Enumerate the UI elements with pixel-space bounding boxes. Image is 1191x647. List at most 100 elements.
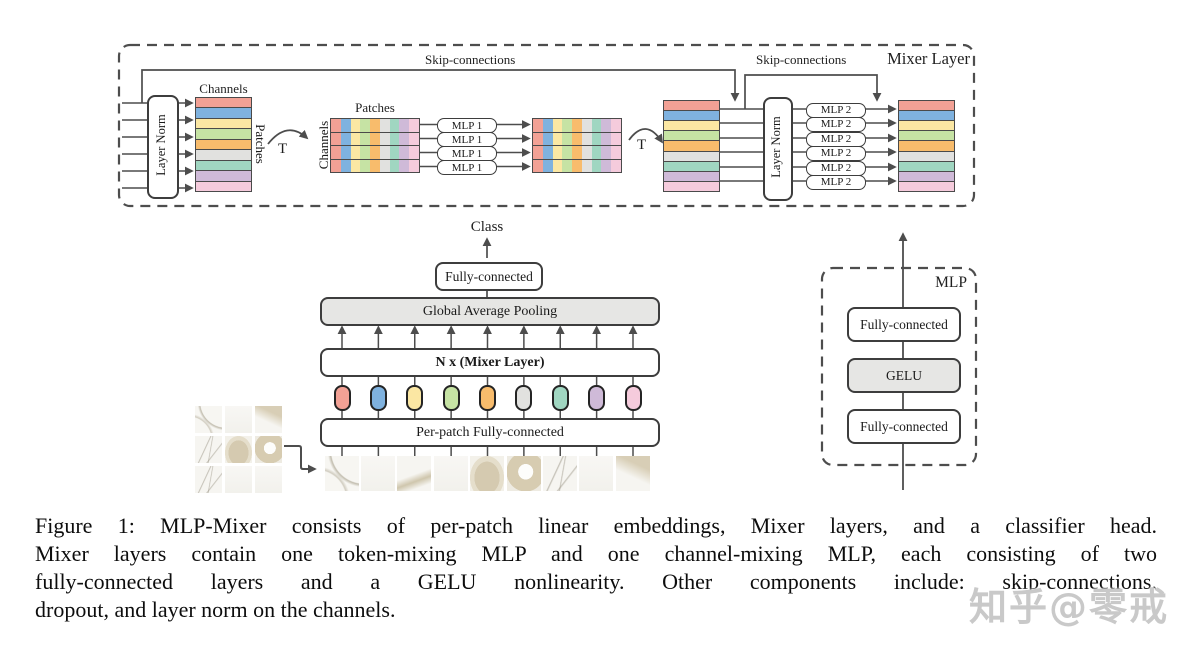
- matrix-row: [664, 170, 719, 181]
- mlp-block-title: MLP: [935, 274, 967, 291]
- matrix-stripe: [360, 119, 371, 132]
- matrix-stripe: [552, 159, 563, 172]
- input-image-cell: [195, 436, 222, 463]
- matrix-stripe: [379, 159, 390, 172]
- matrix-stripe: [340, 119, 351, 132]
- mlp2-box-4: MLP 2: [806, 145, 866, 161]
- token-pill: [588, 385, 606, 411]
- matrix-stripe: [591, 146, 602, 159]
- patches-label-matrix1: Patches: [253, 124, 268, 164]
- matrix-stripe: [611, 132, 622, 145]
- mlp2-box-1: MLP 2: [806, 102, 866, 118]
- token-pill: [479, 385, 496, 411]
- matrix-stripe: [379, 132, 390, 145]
- matrix-row: [664, 150, 719, 161]
- matrix-stripe: [350, 119, 361, 132]
- input-image-cell: [225, 466, 252, 493]
- matrix-row: [196, 98, 251, 108]
- matrix-stripe: [360, 159, 371, 172]
- matrix-stripe: [542, 119, 553, 132]
- matrix-stripe: [370, 159, 380, 172]
- mlp2-box-5: MLP 2: [806, 160, 866, 176]
- matrix-stripe: [591, 159, 602, 172]
- matrix-stripe: [409, 119, 420, 132]
- mlp1-box-2: MLP 1: [437, 132, 497, 147]
- matrix-stripe: [340, 132, 351, 145]
- matrix-stripe: [572, 132, 582, 145]
- matrix-row: [899, 140, 954, 151]
- matrix-stripe: [562, 159, 573, 172]
- image-patch: [433, 456, 468, 491]
- image-patch: [615, 456, 650, 491]
- matrix-stripe: [389, 132, 400, 145]
- caption-line-2: Mixer layers contain one token-mixing ML…: [35, 541, 1157, 566]
- matrix-row: [196, 180, 251, 191]
- matrix-row: [331, 158, 420, 172]
- image-patch: [542, 456, 577, 491]
- matrix-stripe: [379, 146, 390, 159]
- matrix-stripe: [572, 159, 582, 172]
- mlp1-box-3: MLP 1: [437, 146, 497, 161]
- global-average-pooling-box: Global Average Pooling: [320, 297, 660, 326]
- token-pill: [369, 385, 387, 411]
- transpose-2-arrow: [628, 128, 663, 144]
- token-pill: [624, 385, 642, 411]
- mixer-layer-title: Mixer Layer: [887, 49, 970, 68]
- transpose-2-label: T: [637, 137, 647, 153]
- matrix-row: [196, 159, 251, 171]
- matrix-stripe: [389, 146, 400, 159]
- matrix-stripe: [350, 132, 361, 145]
- layer-norm-1-box: [147, 95, 179, 199]
- caption-line-3: fully-connected layers and a GELU nonlin…: [35, 569, 1157, 594]
- matrix-row: [664, 110, 719, 121]
- matrix-token-mixed: [663, 100, 720, 192]
- matrix-row: [664, 140, 719, 151]
- matrix-stripe: [552, 132, 563, 145]
- matrix-stripe: [572, 119, 582, 132]
- matrix-row: [533, 145, 622, 159]
- matrix-stripe: [601, 146, 612, 159]
- matrix-stripe: [370, 132, 380, 145]
- matrix-row: [331, 145, 420, 159]
- channels-label-matrix1: Channels: [199, 81, 248, 96]
- matrix-stripe: [542, 132, 553, 145]
- token-pill: [551, 385, 569, 411]
- matrix-stripe: [562, 132, 573, 145]
- matrix-row: [196, 170, 251, 181]
- matrix-stripe: [552, 119, 563, 132]
- matrix-stripe: [581, 119, 592, 132]
- matrix-row: [899, 101, 954, 111]
- matrix-stripe: [360, 146, 371, 159]
- input-image-cell: [255, 406, 282, 433]
- matrix-stripe: [340, 146, 351, 159]
- classifier-fc-box: Fully-connected: [435, 262, 543, 291]
- skip-connection-2-line: [744, 74, 882, 109]
- matrix-stripe: [611, 119, 622, 132]
- matrix-stripe: [533, 119, 543, 132]
- matrix-stripe: [409, 146, 420, 159]
- matrix-stripe: [409, 132, 420, 145]
- caption-line-1: Figure 1: MLP-Mixer consists of per-patc…: [35, 513, 1157, 538]
- caption-line-4: dropout, and layer norm on the channels.: [35, 597, 396, 622]
- matrix-row: [533, 119, 622, 132]
- mlp2-box-3: MLP 2: [806, 131, 866, 147]
- matrix-stripe: [350, 146, 361, 159]
- watermark: 知乎@零戒: [968, 585, 1169, 629]
- skip-connections-label-1: Skip-connections: [425, 52, 516, 67]
- matrix-stripe: [409, 159, 420, 172]
- mlp-block-dashed-frame: [820, 266, 978, 467]
- image-to-patches-arrow: [284, 445, 317, 474]
- transpose-1-label: T: [278, 141, 288, 157]
- input-image-cell: [225, 436, 252, 463]
- patches-label-matrix2: Patches: [355, 100, 395, 115]
- layer-norm-2-box: [763, 97, 793, 201]
- layer-norm-1-label: Layer Norm: [153, 114, 168, 176]
- matrix-row: [196, 128, 251, 139]
- matrix-row: [196, 149, 251, 160]
- matrix-stripe: [389, 119, 400, 132]
- matrix-output: [898, 100, 955, 192]
- matrix-stripe: [399, 132, 410, 145]
- matrix-stripe: [533, 159, 543, 172]
- skip-connections-label-2: Skip-connections: [756, 52, 847, 67]
- mlp-fc-top-box: Fully-connected: [847, 307, 961, 342]
